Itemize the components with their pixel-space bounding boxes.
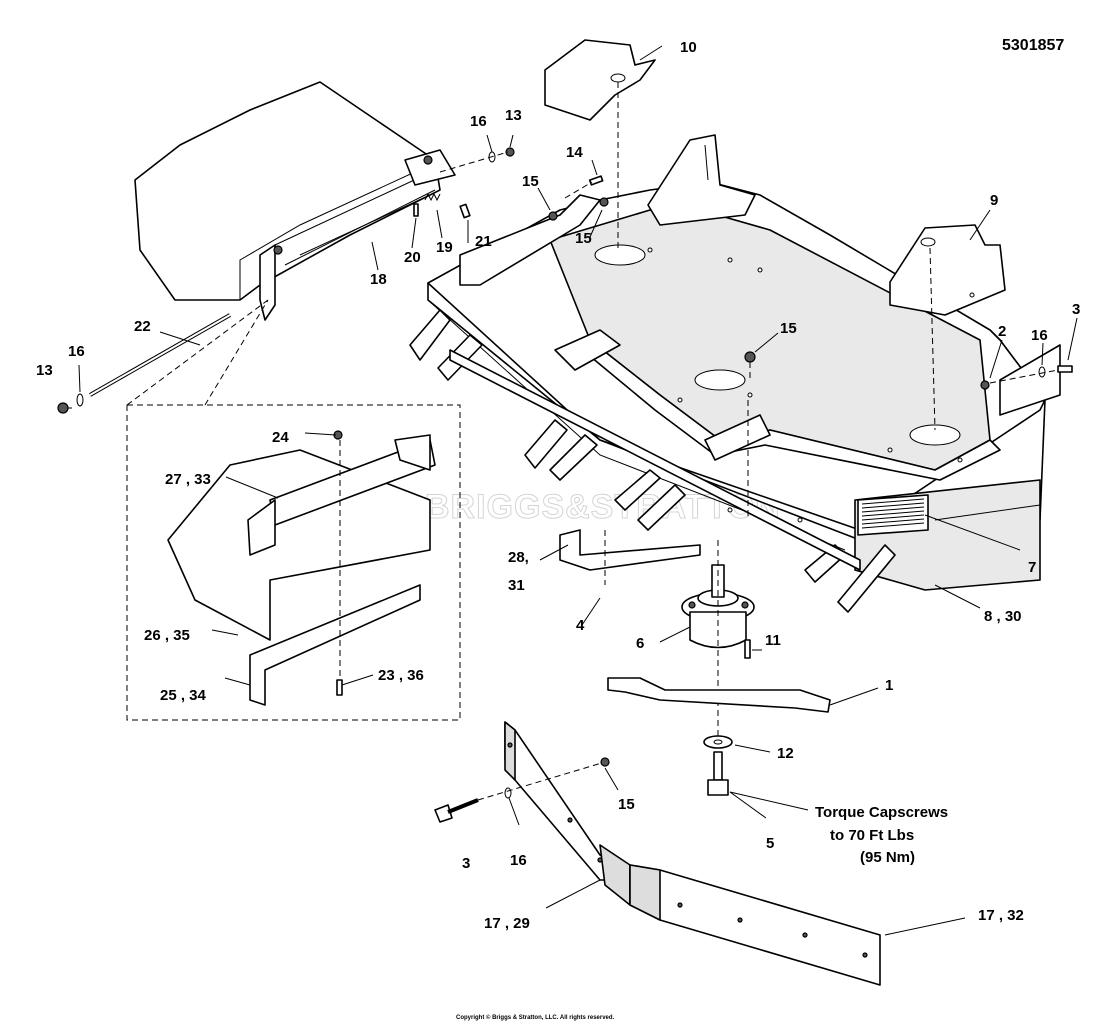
bolt-3-bottom [434, 798, 479, 823]
baffle-17-32 [629, 864, 881, 986]
callout-22: 22 [134, 318, 151, 335]
nut-13-top [505, 147, 515, 157]
discharge-chute [134, 81, 456, 321]
callout-3-right: 3 [1072, 301, 1080, 318]
washer-20 [413, 203, 419, 217]
callout-16-right: 16 [1031, 327, 1048, 344]
callout-7: 7 [1028, 559, 1036, 576]
callout-9: 9 [990, 192, 998, 209]
mower-deck-shell [409, 134, 1061, 613]
capscrew-5 [707, 751, 729, 796]
callout-16-bottom: 16 [510, 852, 527, 869]
pin-21 [459, 203, 471, 219]
callout-10: 10 [680, 39, 697, 56]
baffle-17-29 [504, 721, 631, 906]
washer-16-bottom [504, 787, 512, 799]
bolt-14 [588, 175, 604, 186]
nut-13-left [57, 402, 69, 414]
washer-16-left [76, 393, 84, 407]
diagram-part-number: 5301857 [1002, 37, 1064, 54]
callout-15-bottom: 15 [618, 796, 635, 813]
callout-2: 2 [998, 323, 1006, 340]
nut-15-bottom [600, 757, 610, 767]
callout-13-left: 13 [36, 362, 53, 379]
spindle-cover-9 [889, 224, 1006, 316]
callout-18: 18 [370, 271, 387, 288]
bracket-28 [559, 529, 701, 571]
callout-21: 21 [475, 233, 492, 250]
nut-2-right [980, 380, 990, 390]
callout-14: 14 [566, 144, 583, 161]
callout-15-hinge-b: 15 [575, 230, 592, 247]
inset-deflector [167, 430, 436, 706]
callout-28: 28, [508, 549, 529, 566]
torque-note-line-1: Torque Capscrews [815, 804, 948, 821]
rod-22 [89, 313, 231, 397]
callout-25-34: 25 , 34 [160, 687, 207, 704]
callout-12: 12 [777, 745, 794, 762]
callout-3-bottom: 3 [462, 855, 470, 872]
callout-6: 6 [636, 635, 644, 652]
callout-27-33: 27 , 33 [165, 471, 211, 488]
deck-label-grille [857, 494, 929, 536]
inset-box [126, 404, 461, 721]
copyright-notice: Copyright © Briggs & Stratton, LLC. All … [456, 1014, 615, 1021]
callout-17-32: 17 , 32 [978, 907, 1024, 924]
callout-8-30: 8 , 30 [984, 608, 1022, 625]
callout-13-top: 13 [505, 107, 522, 124]
callout-26-35: 26 , 35 [144, 627, 190, 644]
torque-note-line-3: (95 Nm) [860, 849, 915, 866]
nut-15-hinge-b [599, 197, 609, 207]
callout-20: 20 [404, 249, 421, 266]
callout-16-left: 16 [68, 343, 85, 360]
callout-4: 4 [576, 617, 585, 634]
bolt-3-right [1057, 365, 1073, 373]
washer-16-right [1038, 366, 1046, 378]
torque-note-line-2: to 70 Ft Lbs [830, 827, 914, 844]
callout-15-deck: 15 [780, 320, 797, 337]
torque-note: Torque Capscrews to 70 Ft Lbs (95 Nm) [815, 804, 948, 866]
callout-5: 5 [766, 835, 774, 852]
bolt-11 [744, 639, 751, 659]
hinge-rod-18 [299, 194, 431, 256]
hinge-bracket [459, 194, 601, 286]
nut-15-deck [744, 351, 756, 363]
callout-23-36: 23 , 36 [378, 667, 424, 684]
callout-11: 11 [765, 632, 781, 649]
callout-31: 31 [508, 577, 525, 594]
callout-19: 19 [436, 239, 453, 256]
callout-15-hinge: 15 [522, 173, 539, 190]
callout-17-29: 17 , 29 [484, 915, 530, 932]
nut-15-hinge [548, 211, 558, 221]
callout-1: 1 [885, 677, 893, 694]
blade-1 [607, 677, 831, 713]
callout-16-top: 16 [470, 113, 487, 130]
spindle-cover-10 [544, 39, 656, 121]
spring-19 [424, 192, 441, 202]
callout-24: 24 [272, 429, 289, 446]
